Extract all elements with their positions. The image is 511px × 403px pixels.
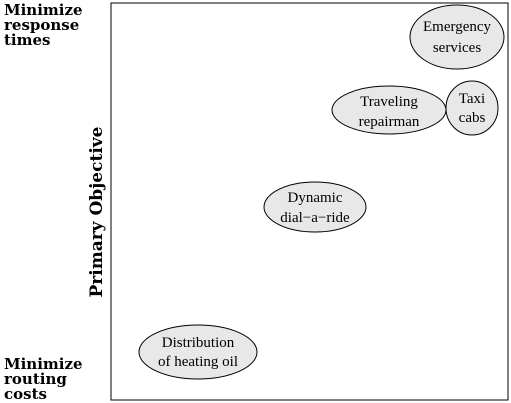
- node-label-line: services: [433, 40, 481, 56]
- node-ellipse: [331, 85, 447, 135]
- node-traveling-repairman: Traveling repairman: [331, 85, 447, 135]
- bottom-axis-label-line-2: routing: [4, 370, 67, 388]
- node-ellipse: [445, 80, 499, 136]
- node-ellipse: [409, 4, 505, 70]
- node-ellipse: [263, 181, 367, 233]
- node-label-line: Dynamic: [288, 190, 343, 206]
- node-ellipse: [138, 324, 258, 380]
- top-axis-label-line-1: Minimize: [4, 1, 83, 19]
- node-emergency-services: Emergency services: [409, 4, 505, 70]
- node-label-line: dial−a−ride: [280, 210, 350, 226]
- node-label-line: Traveling: [360, 94, 418, 110]
- node-label-line: repairman: [359, 114, 420, 130]
- top-axis-label-line-2: response: [4, 16, 80, 34]
- plot-frame: [110, 2, 509, 401]
- node-label-line: of heating oil: [158, 354, 238, 370]
- node-label-line: cabs: [459, 110, 486, 126]
- bottom-axis-label-line-1: Minimize: [4, 355, 83, 373]
- node-distribution-of-heating-oil: Distribution of heating oil: [138, 324, 258, 380]
- node-taxi-cabs: Taxi cabs: [445, 80, 499, 136]
- top-axis-label: Minimize response times: [4, 3, 83, 48]
- node-dynamic-dial-a-ride: Dynamic dial−a−ride: [263, 181, 367, 233]
- node-label-line: Emergency: [423, 19, 492, 35]
- bottom-axis-label-line-3: costs: [4, 385, 47, 403]
- top-axis-label-line-3: times: [4, 31, 51, 49]
- node-label-line: Distribution: [162, 335, 235, 351]
- node-label-line: Taxi: [459, 91, 485, 107]
- bottom-axis-label: Minimize routing costs: [4, 357, 83, 402]
